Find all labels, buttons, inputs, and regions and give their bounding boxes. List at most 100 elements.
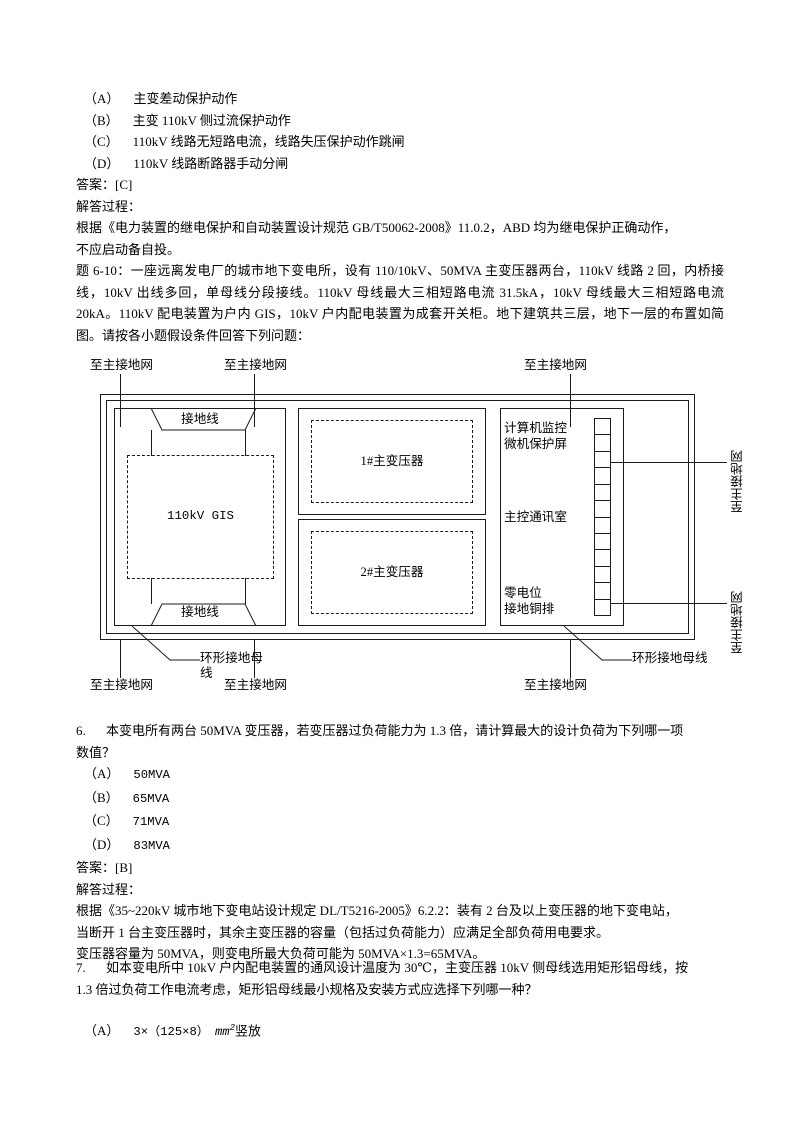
q7-line-2: 1.3 倍过负荷工作电流考虑，矩形铝母线最小规格及安装方式应选择下列哪一种？ [76,981,538,997]
spacer [76,1000,728,1018]
panel-cabinet-cell [595,518,610,534]
main-control-communication-room [500,408,624,626]
q6-process-line2: 当断开 1 台主变压器时，其余主变压器的容量（包括过负荷能力）应满足全部负荷用电… [76,924,610,940]
process-q5-line1: 根据《电力装置的继电保护和自动装置设计规范 GB/T50062-2008》11.… [76,220,677,235]
panel-cabinet-cell [595,468,610,485]
ring-bus-left-line1: 环形接地母 [200,651,263,665]
ring-bus-left-line2: 线 [200,666,213,680]
right-ground-lead-2 [611,603,727,604]
transformer-room-1 [298,408,486,515]
stem-6-10: 题 6-10：一座远离发电厂的城市地下变电所，设有 110/10kV、50MVA… [76,263,724,343]
gis-connector [151,430,152,456]
panel-cabinet-cell [595,485,610,502]
panel-cabinet-cell [595,534,610,551]
option-tag: （C） [84,813,119,828]
label-line-4: 零电位 [504,586,542,600]
bottom-ground-lead-line [120,640,121,678]
option-tag: （A） [84,1023,120,1039]
panel-cabinet-cell [595,567,610,584]
option-tag: （C） [84,134,119,149]
option-row: （A） 主变差动保护动作 [76,88,724,110]
option-row: （B）主变 110kV 侧过流保护动作 [76,110,724,132]
underground-substation-layout-diagram: 至主接地网 至主接地网 至主接地网 接地线 接地线 110kV GIS [76,358,745,706]
panel-cabinet-cell [595,583,610,600]
right-ground-label-2: 至主接地网 [731,591,745,654]
ring-bus-leader-right [564,626,632,661]
q6-process-line3: 变压器容量为 50MVA，则变电所最大负荷可能为 50MVA×1.3=65MVA… [76,946,486,961]
transformer-1-label: 1#主变压器 [360,454,424,468]
option-text: 83MVA [133,838,170,853]
label-line-2: 微机保护屏 [504,436,567,451]
q6-process-label: 解答过程： [76,881,142,897]
option-text: 65MVA [132,791,170,806]
bottom-ground-lead-line [254,640,255,678]
question-7-block: 7. 如本变电所中 10kV 户内配电装置的通风设计温度为 30℃，主变压器 10… [76,957,728,1044]
q7-line-1: 7. 如本变电所中 10kV 户内配电装置的通风设计温度为 30℃，主变压器 10… [76,957,728,979]
option-row: （C） 110kV 线路无短路电流，线路失压保护动作跳闸 [76,131,724,153]
transformer-2-label: 2#主变压器 [360,565,424,579]
zero-potential-copper-bar-label: 零电位 接地铜排 [504,586,592,617]
top-ground-label-2: 至主接地网 [224,358,287,372]
option-text: 3×（125×8） [133,1025,209,1040]
gis-connector [151,578,152,604]
process-q5-line2: 不应启动备自投。 [76,241,181,257]
gis-label: 110kV GIS [167,509,234,523]
ring-bus-label-left-cont: 线 [200,666,213,681]
option-tag: （A） [84,91,120,106]
option-unit: mm [214,1025,230,1040]
ground-wire-top-label: 接地线 [181,412,219,426]
option-unit-exponent: 2 [229,1023,236,1033]
control-room-label: 主控通讯室 [504,510,567,524]
top-ground-label-3: 至主接地网 [524,358,587,372]
option-tag: （A） [84,766,120,781]
panel-cabinet-cell [595,501,610,518]
panel-cabinet-cell [595,550,610,567]
answer-q5: 答案：[C] [76,177,133,192]
ground-wire-bottom-shape [150,603,257,626]
option-row: （A） 3×（125×8） mm2竖放 [76,1018,728,1044]
ground-wire-top-shape [150,408,257,431]
option-text: 50MVA [133,768,170,782]
bottom-ground-label-2: 至主接地网 [224,678,287,692]
ground-wire-bottom-label: 接地线 [181,605,219,619]
option-text: 主变差动保护动作 [133,91,238,106]
bottom-ground-label-3: 至主接地网 [524,678,587,692]
ring-bus-label-left: 环形接地母 [200,651,263,666]
q7-text-1: 如本变电所中 10kV 户内配电装置的通风设计温度为 30℃，主变压器 10kV… [106,960,689,975]
option-row: （D） 83MVA [76,834,728,858]
option-text: 71MVA [132,815,170,829]
option-row: （D） 110kV 线路断路器手动分闸 [76,153,724,175]
panel-cabinet-cell [595,452,610,469]
right-ground-lead-1 [611,462,727,463]
computer-monitoring-label: 计算机监控 微机保护屏 [504,421,592,452]
question-6-block: 6.本变电所有两台 50MVA 变压器，若变压器过负荷能力为 1.3 倍，请计算… [76,720,728,965]
panel-cabinet-cell [595,600,610,615]
option-tag: （D） [84,836,120,852]
option-text: 110kV 线路无短路电流，线路失压保护动作跳闸 [132,134,405,149]
top-ground-label-1: 至主接地网 [90,358,153,372]
gis-connector [245,430,246,456]
transformer-1-outline [311,420,473,503]
q7-number: 7. [76,960,86,975]
q6-line-1: 6.本变电所有两台 50MVA 变压器，若变压器过负荷能力为 1.3 倍，请计算… [76,720,728,742]
bottom-ground-lead-line [570,640,571,678]
q6-process-line1: 根据《35~220kV 城市地下变电站设计规定 DL/T5216-2005》6.… [76,903,678,918]
q6-text-1: 本变电所有两台 50MVA 变压器，若变压器过负荷能力为 1.3 倍，请计算最大… [106,723,684,738]
protection-panel-cabinet-row [594,418,611,616]
option-row: （B） 65MVA [76,787,728,811]
option-tag: （D） [84,155,120,171]
process-label: 解答过程： [76,198,142,214]
option-row: （A） 50MVA [76,763,728,787]
option-text: 110kV 线路断路器手动分闸 [133,155,289,171]
transformer-2-outline [311,531,473,614]
ring-bus-leader-left [132,626,200,661]
gis-connector [245,578,246,604]
option-tag: （B） [84,789,119,805]
transformer-room-2 [298,519,486,626]
option-suffix: 竖放 [235,1023,262,1039]
panel-cabinet-cell [595,435,610,452]
right-ground-label-1: 至主接地网 [731,450,745,513]
gis-room [114,408,286,626]
label-line-1: 计算机监控 [504,421,567,435]
